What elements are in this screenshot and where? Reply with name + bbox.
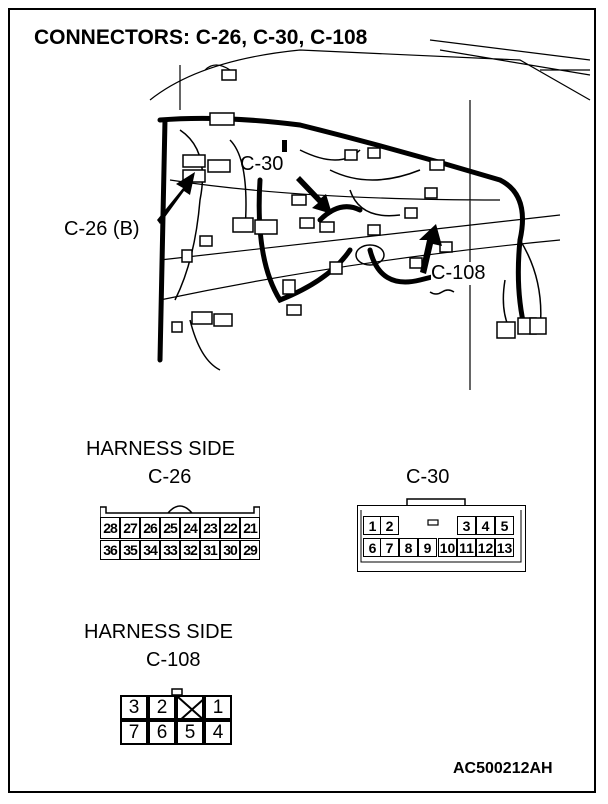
pin-cell: 21 [240,517,260,539]
figure-title: CONNECTORS: C-26, C-30, C-108 [34,26,368,49]
figure-frame [8,8,596,793]
pin-cell: 3 [120,695,148,720]
pin-cell: 24 [180,517,200,539]
callout-c26: C-26 (B) [64,218,140,240]
pin-cell: 12 [476,538,495,557]
pin-cell: 3 [457,516,476,535]
pin-cell: 34 [140,540,160,560]
pin-cell: 22 [220,517,240,539]
c108-side-label: HARNESS SIDE [84,621,233,643]
pin-cell: 36 [100,540,120,560]
pin-cell: 9 [418,538,437,557]
c108-name: C-108 [146,649,201,671]
blocked-cavity [176,695,206,722]
pin-cell: 11 [457,538,476,557]
pin-cell: 5 [495,516,514,535]
pin-cell: 8 [399,538,418,557]
pin-cell: 13 [495,538,514,557]
pin-cell: 2 [148,695,176,720]
c26-side-label: HARNESS SIDE [86,438,235,460]
pin-cell: 4 [204,720,232,745]
callout-c30: C-30 [240,153,284,175]
harness-illustration [149,39,591,390]
pin-cell: 27 [120,517,140,539]
figure-code: AC500212AH [453,760,553,777]
pin-cell: 6 [148,720,176,745]
callout-c108: C-108 [431,262,486,285]
pin-cell: 30 [220,540,240,560]
pin-cell: 28 [100,517,120,539]
pin-cell: 29 [240,540,260,560]
pin-cell: 1 [204,695,232,720]
pin-cell: 10 [438,538,457,557]
pin-cell: 7 [120,720,148,745]
c26-name: C-26 [148,466,192,488]
pin-cell: 23 [200,517,220,539]
pin-cell: 33 [160,540,180,560]
pin-cell: 25 [160,517,180,539]
pin-cell: 5 [176,720,204,745]
pin-cell: 4 [476,516,495,535]
pin-cell: 31 [200,540,220,560]
c30-name: C-30 [406,466,450,488]
pin-cell: 6 [363,538,382,557]
pin-cell: 35 [120,540,140,560]
pin-cell: 26 [140,517,160,539]
pin-cell: 7 [380,538,399,557]
pin-cell: 32 [180,540,200,560]
pin-cell: 2 [380,516,399,535]
